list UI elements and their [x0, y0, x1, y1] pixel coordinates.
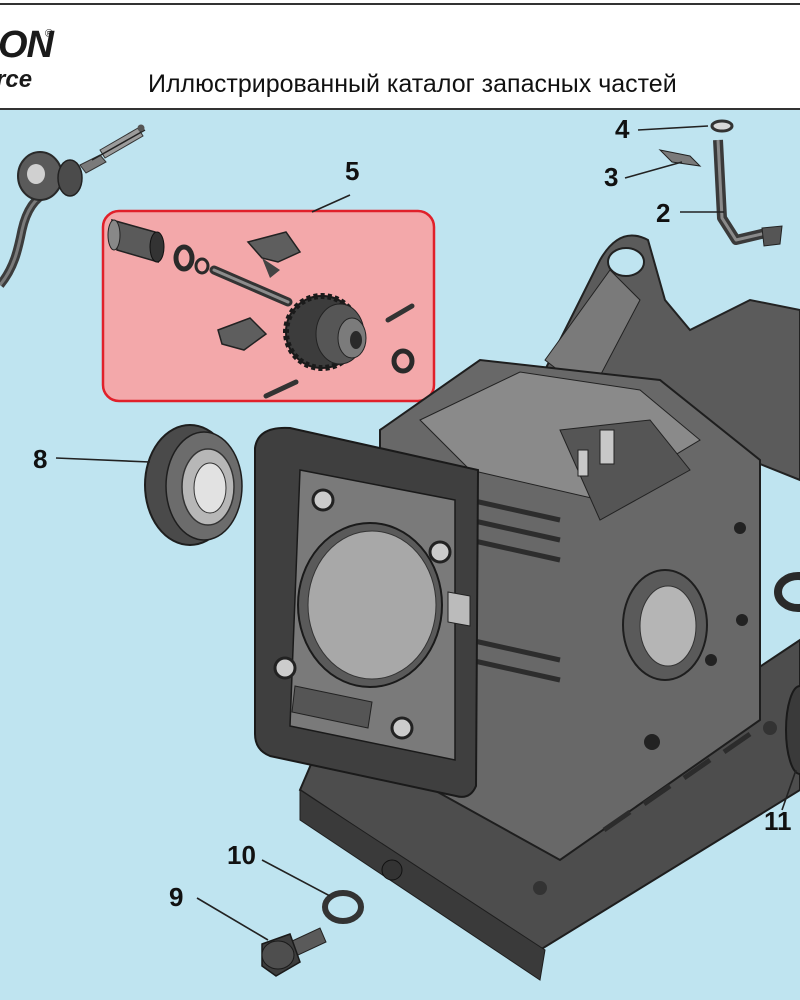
- parts-diagram: 4 3 2 5 8 11 10 9: [0, 110, 800, 1000]
- bolt-part: [261, 927, 327, 977]
- callout-5: 5: [345, 156, 360, 186]
- leader-lines: [55, 125, 797, 941]
- exploded-view: [0, 119, 800, 981]
- bearing-part: [144, 424, 243, 546]
- washer-part: [710, 119, 734, 133]
- callout-3: 3: [604, 162, 619, 192]
- callout-4: 4: [615, 114, 630, 144]
- oil-seal-part: [774, 572, 800, 775]
- callout-11: 11: [764, 806, 792, 836]
- washer-10-part: [322, 890, 364, 924]
- sensor-cable-part: [0, 124, 146, 288]
- callout-9: 9: [169, 882, 184, 912]
- callout-10: 10: [227, 840, 256, 870]
- catalog-title: Иллюстрированный каталог запасных частей: [148, 70, 677, 98]
- brand-logo-top: ON: [0, 24, 54, 66]
- cylinder-flange: [254, 426, 480, 798]
- clip-part: [658, 149, 702, 167]
- lever-part: [713, 139, 783, 247]
- callout-8: 8: [33, 444, 48, 474]
- callout-2: 2: [656, 198, 671, 228]
- header: ON ® rce Иллюстрированный каталог запасн…: [0, 0, 800, 110]
- brand-logo-bottom: rce: [0, 66, 33, 93]
- header-top-rule: [0, 3, 800, 5]
- registered-mark: ®: [45, 28, 54, 40]
- governor-assembly-parts: [107, 218, 415, 399]
